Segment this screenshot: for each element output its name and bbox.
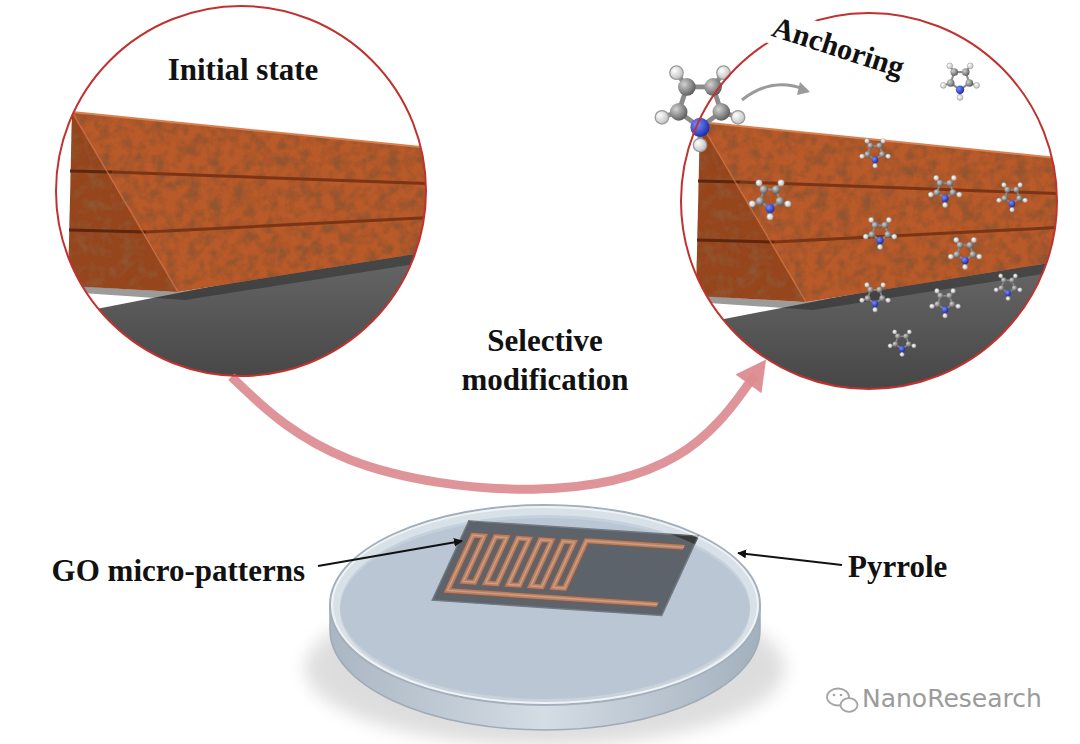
- petri-dish: [305, 505, 785, 744]
- panel-circle: Anchoring: [680, 12, 1058, 390]
- anchoring-arrow-head: [797, 82, 810, 95]
- go-stack-anchored: [668, 0, 1080, 430]
- pyrrole-molecules: [655, 63, 1027, 357]
- part-label: Pyrrole: [848, 548, 947, 585]
- part-label: GO micro-patterns: [52, 552, 305, 589]
- panel-circle: Initial state: [55, 5, 427, 377]
- watermark: NanoResearch: [862, 684, 1042, 714]
- go-stack-initial: [40, 0, 470, 420]
- leader-line: [738, 553, 842, 565]
- watermark-icon: [827, 689, 858, 712]
- panel-heading: Anchoring: [764, 8, 913, 87]
- leader-line: [318, 541, 462, 566]
- panel-heading: Initial state: [57, 51, 429, 88]
- arrow-head: [736, 360, 767, 394]
- anchoring-arrow: [742, 85, 806, 100]
- step-label: Selective modification: [425, 322, 665, 400]
